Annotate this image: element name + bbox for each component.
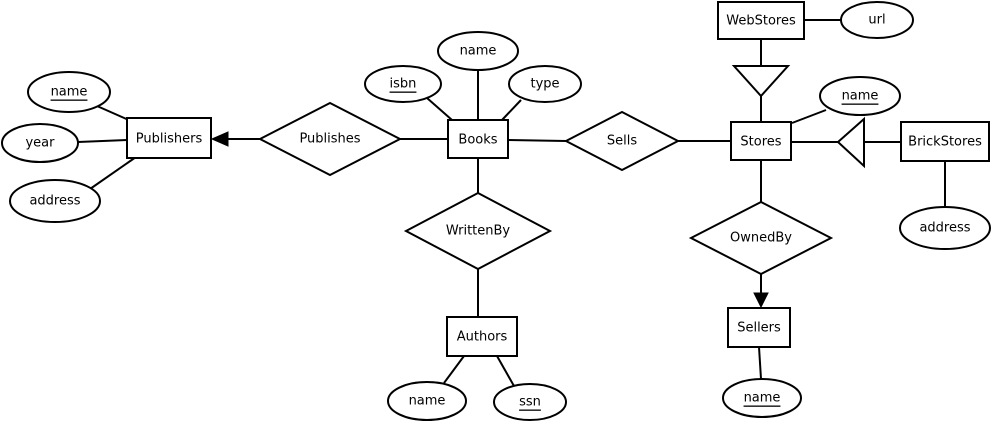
entity-sellers-box xyxy=(727,307,791,348)
entity-books-box xyxy=(447,119,509,159)
relationship-writtenby-label: WrittenBy xyxy=(446,224,511,239)
attribute-authors-name-ellipse xyxy=(387,381,467,421)
edge-address-publishers xyxy=(89,156,137,190)
attribute-publishers-year-ellipse xyxy=(1,123,79,163)
entity-sellers-label: Sellers xyxy=(737,321,781,336)
entity-stores: Stores xyxy=(730,121,792,161)
isa-triangle-webstores xyxy=(731,65,791,98)
edge-authors-name xyxy=(443,355,465,384)
attribute-authors-name-label: name xyxy=(409,394,446,409)
entity-authors-label: Authors xyxy=(457,330,508,345)
attribute-authors-ssn: ssn xyxy=(493,383,567,421)
attribute-books-type-ellipse xyxy=(508,65,582,103)
attribute-books-name-ellipse xyxy=(437,31,519,71)
entity-books-label: Books xyxy=(458,133,497,148)
relationship-sells-diamond xyxy=(563,110,681,172)
attribute-books-name-label: name xyxy=(460,44,497,59)
attribute-books-isbn-ellipse xyxy=(364,65,442,103)
entity-webstores-box xyxy=(717,1,805,40)
relationship-ownedby: OwnedBy xyxy=(688,200,834,276)
edge-type-books xyxy=(501,99,522,121)
arrowhead-to-publishers xyxy=(210,131,229,147)
entity-publishers-label: Publishers xyxy=(136,132,203,147)
relationship-writtenby: WrittenBy xyxy=(403,191,553,271)
attribute-publishers-address-label: address xyxy=(29,194,80,209)
entity-books: Books xyxy=(447,119,509,159)
attribute-books-name: name xyxy=(437,31,519,71)
edge-name-stores xyxy=(791,109,827,124)
entity-authors: Authors xyxy=(446,316,518,357)
relationship-sells: Sells xyxy=(563,110,681,172)
attribute-authors-ssn-ellipse xyxy=(493,383,567,421)
edge-books-sells xyxy=(507,139,567,142)
entity-sellers: Sellers xyxy=(727,307,791,348)
edge-name-publishers xyxy=(96,105,132,122)
relationship-sells-label: Sells xyxy=(607,134,637,149)
arrowhead-to-sellers xyxy=(753,292,769,309)
entity-brickstores: BrickStores xyxy=(900,121,990,162)
attribute-books-type-label: type xyxy=(530,77,559,92)
entity-webstores-label: WebStores xyxy=(726,14,796,29)
entity-publishers-box xyxy=(126,117,212,159)
entity-authors-box xyxy=(446,316,518,357)
edge-authors-ssn xyxy=(496,355,515,387)
attribute-stores-name: name xyxy=(819,76,901,116)
attribute-stores-name-label: name xyxy=(842,89,879,104)
attribute-publishers-year-label: year xyxy=(25,136,55,151)
isa-triangle-brickstores xyxy=(836,116,865,169)
attribute-brickstores-address-ellipse xyxy=(899,206,991,250)
attribute-webstores-url-label: url xyxy=(868,13,885,28)
attribute-publishers-name: name xyxy=(27,71,111,113)
attribute-brickstores-address: address xyxy=(899,206,991,250)
attribute-publishers-name-label: name xyxy=(51,85,88,100)
entity-brickstores-box xyxy=(900,121,990,162)
relationship-publishes: Publishes xyxy=(257,101,403,177)
attribute-publishers-address: address xyxy=(9,179,101,223)
attribute-publishers-address-ellipse xyxy=(9,179,101,223)
entity-publishers: Publishers xyxy=(126,117,212,159)
relationship-publishes-label: Publishes xyxy=(299,132,360,147)
edge-isbn-books xyxy=(426,97,453,121)
attribute-webstores-url-ellipse xyxy=(840,1,914,39)
attribute-brickstores-address-label: address xyxy=(919,221,970,236)
attribute-books-isbn-label: isbn xyxy=(390,77,417,92)
attribute-publishers-name-ellipse xyxy=(27,71,111,113)
relationship-ownedby-diamond xyxy=(688,200,834,276)
attribute-authors-name: name xyxy=(387,381,467,421)
relationship-publishes-diamond xyxy=(257,101,403,177)
attribute-stores-name-ellipse xyxy=(819,76,901,116)
attribute-publishers-year: year xyxy=(1,123,79,163)
attribute-sellers-name: name xyxy=(722,378,802,418)
entity-webstores: WebStores xyxy=(717,1,805,40)
attribute-sellers-name-ellipse xyxy=(722,378,802,418)
attribute-webstores-url: url xyxy=(840,1,914,39)
attribute-authors-ssn-label: ssn xyxy=(519,395,541,410)
relationship-writtenby-diamond xyxy=(403,191,553,271)
edge-year-publishers xyxy=(77,139,128,143)
edge-sellers-name xyxy=(758,346,762,380)
attribute-books-type: type xyxy=(508,65,582,103)
entity-brickstores-label: BrickStores xyxy=(908,135,982,150)
entity-stores-label: Stores xyxy=(740,135,781,150)
entity-stores-box xyxy=(730,121,792,161)
attribute-books-isbn: isbn xyxy=(364,65,442,103)
attribute-sellers-name-label: name xyxy=(744,391,781,406)
relationship-ownedby-label: OwnedBy xyxy=(730,231,792,246)
